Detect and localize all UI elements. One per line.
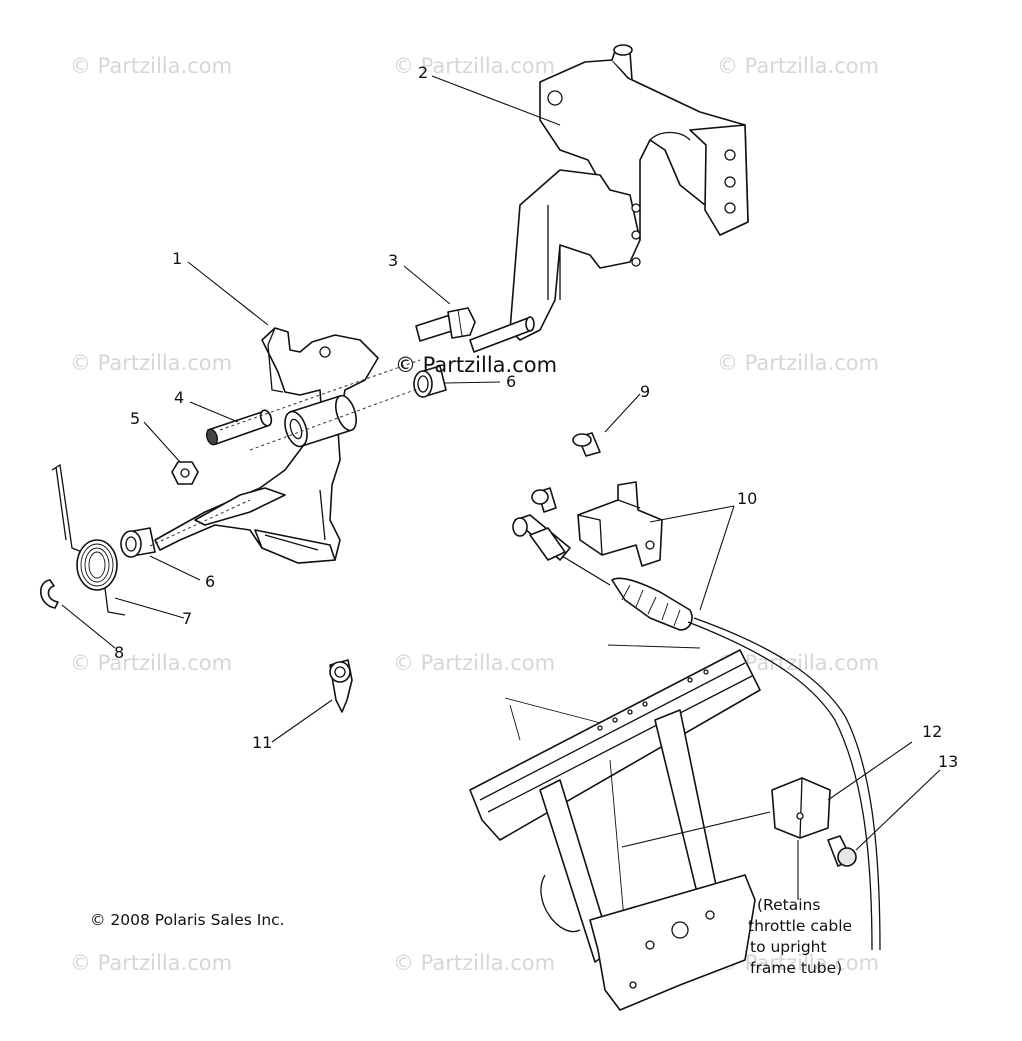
part-1-pedal xyxy=(154,327,379,564)
watermark: © Partzilla.com xyxy=(717,54,879,78)
callout-3: 3 xyxy=(388,251,398,270)
watermark: © Partzilla.com xyxy=(393,54,555,78)
callout-labels: 1 2 3 4 5 6 6 7 8 9 10 11 12 13 xyxy=(114,63,958,771)
callout-2: 2 xyxy=(418,63,428,82)
callout-12: 12 xyxy=(922,722,942,741)
assembly-lines xyxy=(149,359,421,547)
callout-1: 1 xyxy=(172,249,182,268)
part-2-bracket xyxy=(469,44,749,353)
part-9-bolt xyxy=(572,432,601,457)
callout-5: 5 xyxy=(130,409,140,428)
note-line-4: frame tube) xyxy=(750,959,842,977)
callout-7: 7 xyxy=(182,609,192,628)
watermark-center: © Partzilla.com xyxy=(395,353,557,377)
leader-lines xyxy=(61,75,941,900)
callout-6-upper: 6 xyxy=(506,372,516,391)
part-7-spring xyxy=(51,463,126,616)
watermark: © Partzilla.com xyxy=(70,951,232,975)
part-6-bushing-lower xyxy=(120,527,156,558)
watermark: © Partzilla.com xyxy=(70,54,232,78)
watermark: © Partzilla.com xyxy=(717,351,879,375)
watermark: © Partzilla.com xyxy=(70,651,232,675)
callout-6-lower: 6 xyxy=(205,572,215,591)
watermark: © Partzilla.com xyxy=(393,951,555,975)
part-12-clip xyxy=(621,777,831,848)
note-line-2: throttle cable xyxy=(748,917,852,935)
callout-4: 4 xyxy=(174,388,184,407)
part-3-bolt xyxy=(415,307,476,342)
part-8-clip xyxy=(40,579,59,609)
part-5-nut xyxy=(171,461,199,485)
frame-assembly xyxy=(469,644,761,1011)
callout-10: 10 xyxy=(737,489,757,508)
part-11-fastener xyxy=(329,659,353,713)
note-line-1: (Retains xyxy=(757,896,820,914)
watermarks: © Partzilla.com © Partzilla.com © Partzi… xyxy=(70,54,879,975)
part-10-cable-assembly xyxy=(512,481,881,951)
copyright-text: © 2008 Polaris Sales Inc. xyxy=(90,911,285,929)
part-4-pin xyxy=(205,409,273,446)
part-13-screw xyxy=(827,835,857,867)
part-6-bushing-upper xyxy=(413,365,447,398)
callout-13: 13 xyxy=(938,752,958,771)
note-line-3: to upright xyxy=(750,938,827,956)
watermark: © Partzilla.com xyxy=(70,351,232,375)
watermark: © Partzilla.com xyxy=(393,651,555,675)
callout-11: 11 xyxy=(252,733,272,752)
note-text: (Retains throttle cable to upright frame… xyxy=(748,896,852,977)
callout-9: 9 xyxy=(640,382,650,401)
callout-8: 8 xyxy=(114,643,124,662)
